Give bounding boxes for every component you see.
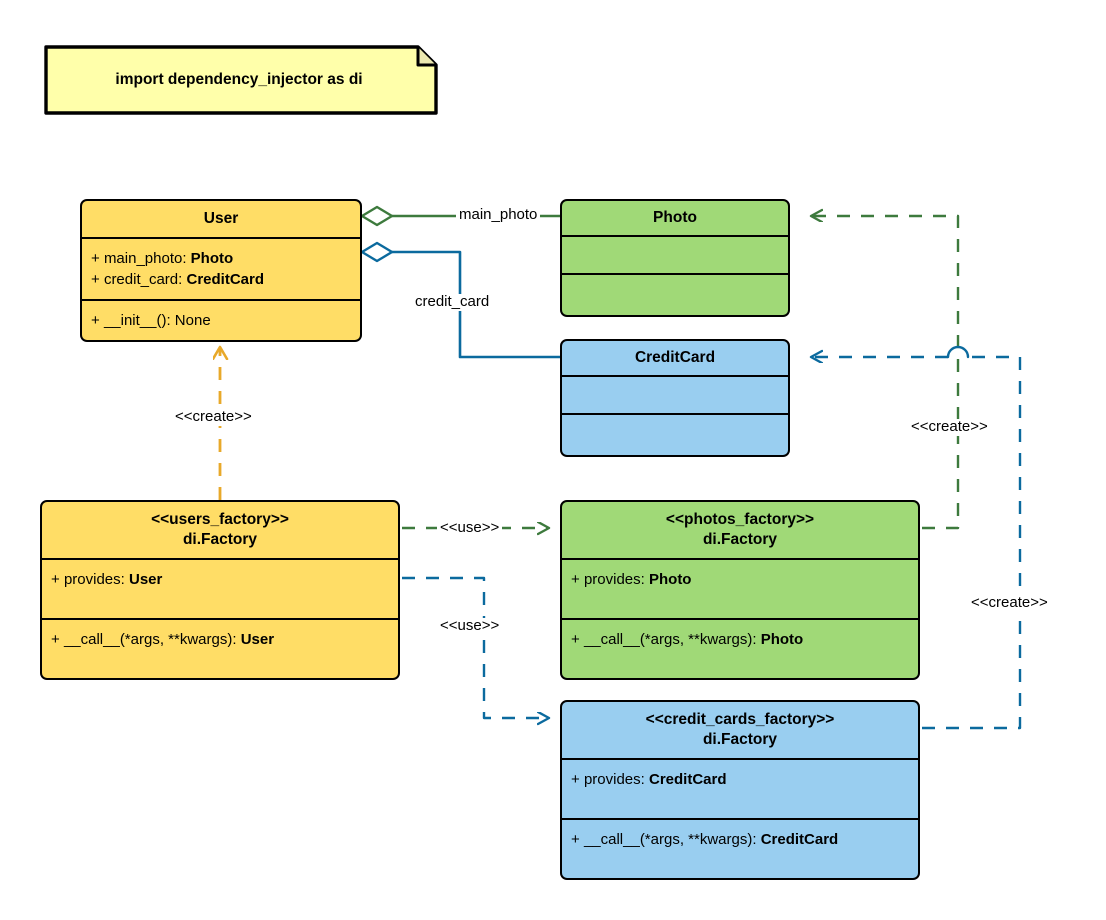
method-row: + __call__(*args, **kwargs): CreditCard	[571, 831, 839, 848]
class-methods-users-factory: + __call__(*args, **kwargs): User	[42, 620, 398, 677]
edge-photos-factory-creates-photo[interactable]	[812, 216, 960, 530]
class-methods-credit-cards-factory: + __call__(*args, **kwargs): CreditCard	[562, 820, 918, 877]
line-hop-arc	[946, 345, 970, 359]
class-methods-user: + __init__(): None	[82, 301, 360, 340]
class-attributes-user: + main_photo: Photo + credit_card: Credi…	[82, 239, 360, 301]
attribute-row: + main_photo: Photo	[91, 250, 234, 267]
attribute-row: + provides: User	[51, 571, 163, 588]
class-title-creditcard: CreditCard	[562, 341, 788, 377]
class-title-photos-factory: <<photos_factory>> di.Factory	[562, 502, 918, 560]
class-box-user[interactable]: User + main_photo: Photo + credit_card: …	[80, 199, 362, 342]
edge-label-create-user: <<create>>	[172, 408, 255, 426]
aggregation-diamond-credit-card	[360, 241, 394, 263]
class-title-credit-cards-factory: <<credit_cards_factory>> di.Factory	[562, 702, 918, 760]
attribute-row: + provides: Photo	[571, 571, 692, 588]
import-note-text: import dependency_injector as di	[115, 71, 363, 88]
class-attributes-photos-factory: + provides: Photo	[562, 560, 918, 620]
class-box-photos-factory[interactable]: <<photos_factory>> di.Factory + provides…	[560, 500, 920, 680]
method-row: + __call__(*args, **kwargs): User	[51, 631, 275, 648]
attribute-row: + credit_card: CreditCard	[91, 271, 264, 289]
edge-users-factory-uses-credit-cards-factory[interactable]	[402, 576, 548, 718]
edge-label-main-photo: main_photo	[456, 206, 541, 224]
class-box-creditcard[interactable]: CreditCard	[560, 339, 790, 457]
edge-label-credit-card: credit_card	[412, 293, 493, 311]
class-box-credit-cards-factory[interactable]: <<credit_cards_factory>> di.Factory + pr…	[560, 700, 920, 880]
method-row: + __call__(*args, **kwargs): Photo	[571, 631, 804, 648]
class-methods-photos-factory: + __call__(*args, **kwargs): Photo	[562, 620, 918, 677]
note-shape	[44, 45, 438, 115]
edge-credit-cards-factory-creates-creditcard[interactable]	[812, 345, 1022, 730]
class-attributes-creditcard	[562, 377, 788, 415]
attribute-row: + provides: CreditCard	[571, 771, 727, 788]
edge-label-create-credit-card: <<create>>	[968, 594, 1051, 612]
class-title-user: User	[82, 201, 360, 239]
class-attributes-credit-cards-factory: + provides: CreditCard	[562, 760, 918, 820]
edge-label-use-credit-cards: <<use>>	[437, 617, 503, 635]
edge-label-create-photo: <<create>>	[908, 418, 991, 436]
import-note: import dependency_injector as di	[38, 43, 440, 121]
edge-label-use-photos: <<use>>	[437, 519, 503, 537]
class-box-photo[interactable]: Photo	[560, 199, 790, 317]
class-attributes-photo	[562, 237, 788, 275]
class-attributes-users-factory: + provides: User	[42, 560, 398, 620]
class-title-users-factory: <<users_factory>> di.Factory	[42, 502, 398, 560]
aggregation-diamond-main-photo	[360, 205, 394, 227]
method-row: + __init__(): None	[91, 312, 211, 329]
class-methods-photo	[562, 275, 788, 314]
class-box-users-factory[interactable]: <<users_factory>> di.Factory + provides:…	[40, 500, 400, 680]
class-title-photo: Photo	[562, 201, 788, 237]
class-methods-creditcard	[562, 415, 788, 454]
